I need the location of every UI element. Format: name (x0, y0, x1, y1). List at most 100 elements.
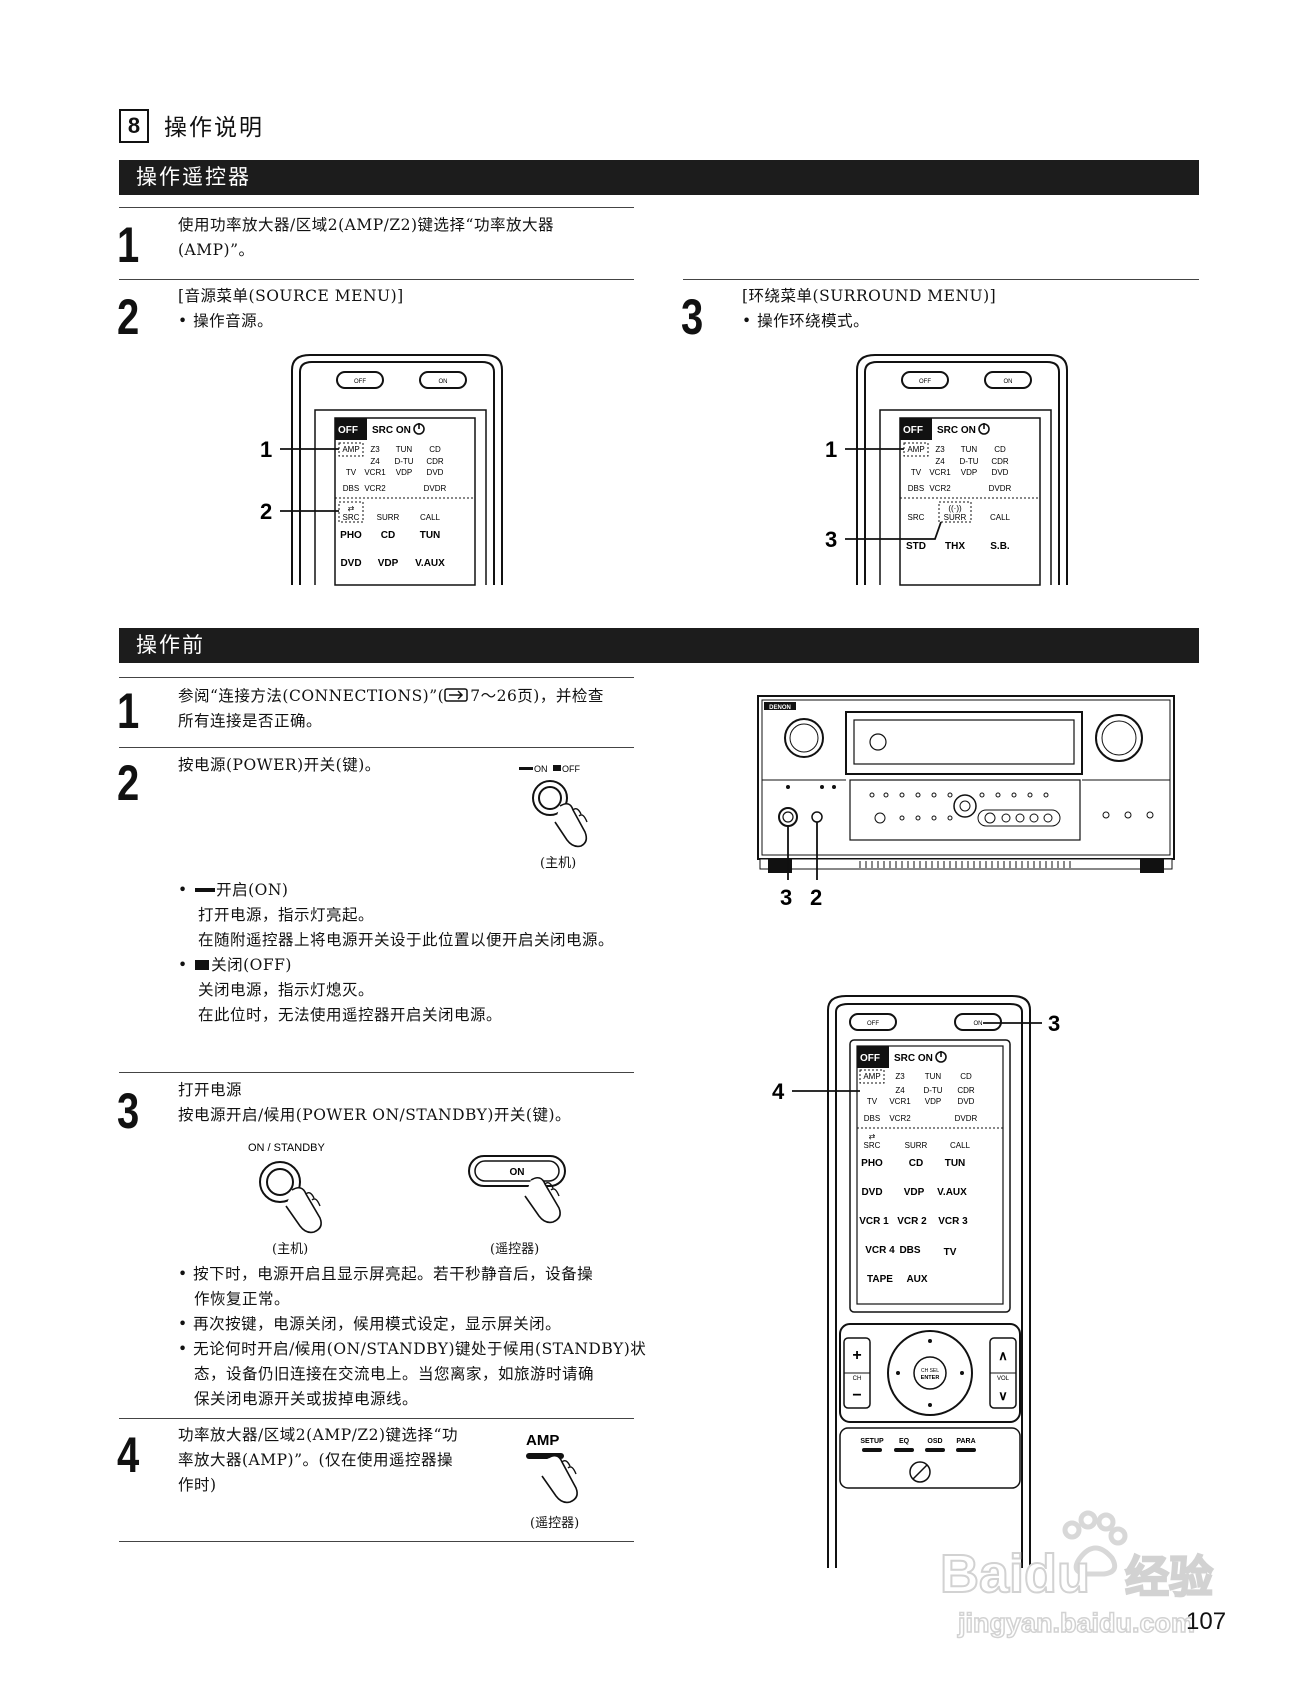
svg-text:TUN: TUN (961, 445, 978, 454)
svg-text:VCR1: VCR1 (364, 468, 386, 477)
svg-text:DBS: DBS (908, 484, 924, 493)
svg-text:CD: CD (909, 1158, 923, 1169)
caption-remote: (遥控器) (530, 1516, 580, 1531)
svg-text:STD: STD (906, 541, 926, 552)
svg-text:DVD: DVD (958, 1097, 975, 1106)
svg-text:THX: THX (945, 541, 965, 552)
svg-text:⇄: ⇄ (348, 504, 355, 513)
step-text: [音源菜单(SOURCE MENU)] • 操作音源。 (178, 287, 404, 330)
svg-text:D-TU: D-TU (959, 457, 978, 466)
reference-hand-icon (444, 688, 468, 702)
svg-text:CDR: CDR (991, 457, 1009, 466)
svg-text:SRC ON: SRC ON (894, 1053, 933, 1064)
svg-text:VOL: VOL (997, 1376, 1010, 1382)
svg-text:VDP: VDP (925, 1097, 941, 1106)
svg-text:VCR 1: VCR 1 (859, 1216, 889, 1227)
svg-text:VCR 4: VCR 4 (865, 1245, 895, 1256)
svg-text:+: + (852, 1347, 861, 1364)
svg-text:DENON: DENON (769, 705, 791, 711)
caption-main-unit: (主机) (272, 1242, 309, 1257)
svg-text:SETUP: SETUP (860, 1438, 884, 1445)
step-number: 1 (117, 217, 140, 273)
on-standby-button-illustration: ON / STANDBY (248, 1142, 325, 1234)
svg-text:DVD: DVD (427, 468, 444, 477)
svg-text:OFF: OFF (860, 1053, 880, 1064)
divider (119, 1072, 634, 1073)
svg-text:S.B.: S.B. (990, 541, 1010, 552)
svg-text:DVDR: DVDR (424, 484, 447, 493)
svg-text:AMP: AMP (907, 445, 924, 454)
svg-text:SURR: SURR (377, 513, 400, 522)
divider (119, 1541, 634, 1542)
step-number: 1 (117, 683, 140, 739)
power-switch-bullets: • 开启(ON) 打开电源，指示灯亮起。 在随附遥控器上将电源开关设于此位置以便… (178, 881, 615, 1024)
svg-text:OFF: OFF (903, 425, 923, 436)
svg-text:CDR: CDR (957, 1086, 975, 1095)
svg-text:DVDR: DVDR (989, 484, 1012, 493)
svg-text:SURR: SURR (944, 513, 967, 522)
svg-text:CH SEL: CH SEL (921, 1368, 939, 1374)
svg-text:DBS: DBS (864, 1114, 880, 1123)
svg-text:CALL: CALL (420, 513, 441, 522)
svg-text:Z3: Z3 (935, 445, 945, 454)
svg-text:2: 2 (810, 885, 822, 910)
svg-text:CD: CD (381, 530, 395, 541)
svg-text:AMP: AMP (342, 445, 359, 454)
svg-text:D-TU: D-TU (923, 1086, 942, 1095)
svg-text:OFF: OFF (919, 379, 931, 385)
step-number: 3 (681, 289, 704, 345)
svg-text:TUN: TUN (420, 530, 441, 541)
svg-text:OFF: OFF (354, 379, 366, 385)
svg-text:SRC ON: SRC ON (937, 425, 976, 436)
svg-text:AMP: AMP (526, 1432, 559, 1449)
svg-text:经验: 经验 (1125, 1552, 1213, 1603)
svg-text:V.AUX: V.AUX (415, 558, 445, 569)
svg-text:⇄: ⇄ (869, 1132, 876, 1141)
svg-text:SRC: SRC (343, 513, 360, 522)
svg-text:DVD: DVD (992, 468, 1009, 477)
svg-text:Z3: Z3 (370, 445, 380, 454)
svg-text:VCR2: VCR2 (929, 484, 951, 493)
svg-text:CD: CD (960, 1072, 972, 1081)
divider (119, 1418, 634, 1419)
svg-text:ON / STANDBY: ON / STANDBY (248, 1142, 325, 1154)
svg-text:∨: ∨ (998, 1388, 1008, 1403)
svg-text:AUX: AUX (906, 1274, 927, 1285)
svg-text:TV: TV (911, 468, 922, 477)
svg-text:CD: CD (994, 445, 1006, 454)
svg-text:CD: CD (429, 445, 441, 454)
svg-text:TUN: TUN (396, 445, 413, 454)
svg-text:VDP: VDP (396, 468, 412, 477)
svg-text:OFF: OFF (338, 425, 358, 436)
svg-text:D-TU: D-TU (394, 457, 413, 466)
step-text: 按电源(POWER)开关(键)。 (178, 756, 381, 774)
svg-text:SRC ON: SRC ON (372, 425, 411, 436)
svg-text:PARA: PARA (956, 1438, 975, 1445)
svg-text:VCR2: VCR2 (364, 484, 386, 493)
svg-text:−: − (852, 1387, 861, 1404)
svg-text:PHO: PHO (861, 1158, 883, 1169)
full-remote-illustration: OFF ON OFF SRC ON AMP Z3 TUN CD Z4 D-TU … (772, 995, 1060, 1568)
svg-text:Baidu: Baidu (940, 1544, 1090, 1604)
svg-text:OFF: OFF (562, 764, 580, 774)
svg-text:VDP: VDP (904, 1187, 925, 1198)
svg-text:VCR1: VCR1 (929, 468, 951, 477)
baidu-watermark: Baidu 经验 jingyan.baidu.com (939, 1510, 1214, 1639)
svg-text:CALL: CALL (990, 513, 1011, 522)
svg-text:TV: TV (346, 468, 357, 477)
svg-text:VCR1: VCR1 (889, 1097, 911, 1106)
svg-text:VCR 3: VCR 3 (938, 1216, 968, 1227)
svg-text:VDP: VDP (961, 468, 977, 477)
step-text: 功率放大器/区域2(AMP/Z2)键选择“功 率放大器(AMP)”。(仅在使用遥… (178, 1426, 458, 1494)
caption-remote: (遥控器) (490, 1242, 540, 1257)
svg-text:V.AUX: V.AUX (937, 1187, 967, 1198)
divider (119, 207, 634, 208)
svg-text:VCR2: VCR2 (889, 1114, 911, 1123)
step-text: 使用功率放大器/区域2(AMP/Z2)键选择“功率放大器 (AMP)”。 (178, 216, 554, 259)
svg-text:ON: ON (534, 764, 548, 774)
svg-text:ON: ON (510, 1167, 525, 1178)
step-number: 2 (117, 755, 140, 811)
svg-text:DVD: DVD (861, 1187, 882, 1198)
svg-text:3: 3 (1048, 1011, 1060, 1036)
page-number: 107 (1186, 1608, 1227, 1635)
